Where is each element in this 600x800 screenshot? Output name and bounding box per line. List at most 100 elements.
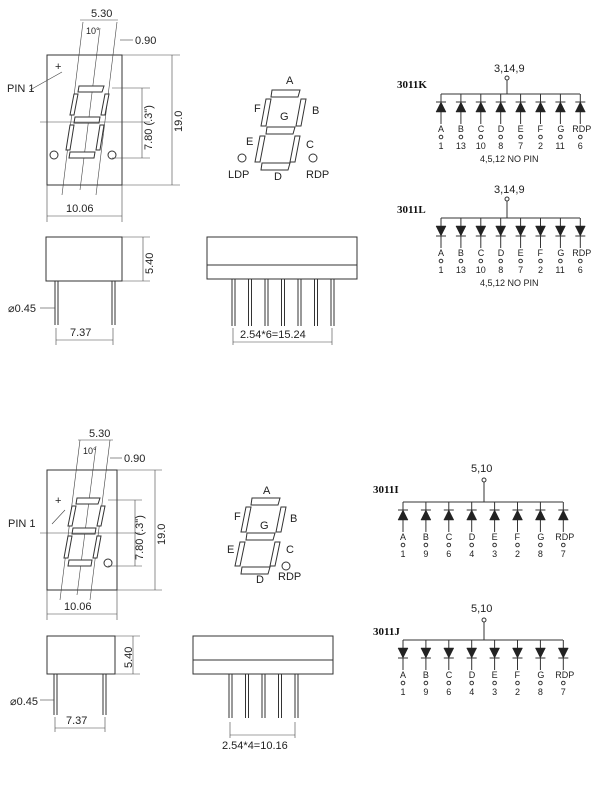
top-pin xyxy=(231,279,236,326)
diode-pin-number: 13 xyxy=(456,265,466,275)
diode-pin-number: 10 xyxy=(476,141,486,151)
diode-symbol xyxy=(515,101,527,113)
top-dim-width: 10.06 xyxy=(66,203,94,215)
bottom-dim-height: 19.0 xyxy=(156,524,168,545)
diode: F2 xyxy=(512,640,523,697)
diode: A1 xyxy=(397,640,409,697)
diode: D4 xyxy=(466,640,478,697)
bottom-pins xyxy=(228,674,299,718)
schematic-3011k-common: 3,14,9 xyxy=(494,63,525,75)
diode-label: F xyxy=(538,248,544,258)
diode: D8 xyxy=(495,94,507,151)
top-diag-ldp xyxy=(237,153,247,163)
top-dim-height: 19.0 xyxy=(173,111,185,132)
top-label-f: F xyxy=(254,103,261,115)
bottom-pin xyxy=(261,674,266,718)
diode-symbol xyxy=(495,101,507,113)
bottom-front-seg-g xyxy=(71,527,97,535)
diode: B9 xyxy=(420,502,432,559)
top-label-c: C xyxy=(306,139,314,151)
bottom-front-seg-c xyxy=(92,535,102,559)
top-dim-seg: 0.90 xyxy=(135,35,156,47)
diode-pin-number: 8 xyxy=(498,141,503,151)
bottom-pin xyxy=(294,674,299,718)
top-front-rdp xyxy=(107,150,117,160)
diode: G11 xyxy=(554,94,566,151)
diode-pin-number: 9 xyxy=(423,687,428,697)
diode-symbol xyxy=(512,647,523,659)
bottom-segment-diagram: A F B G E C D RDP xyxy=(227,485,301,586)
top-front-seg-b xyxy=(100,93,110,116)
bottom-front-rdp xyxy=(103,558,113,568)
bottom-side-dim-offset: 7.37 xyxy=(66,715,87,727)
diode-symbol xyxy=(455,225,467,237)
bottom-plus-mark: + xyxy=(55,495,61,507)
bottom-diag-seg-c xyxy=(269,541,281,567)
bottom-dim-width: 10.06 xyxy=(64,601,92,613)
diode: E3 xyxy=(489,640,501,697)
diode-symbol xyxy=(397,509,409,521)
top-front-body xyxy=(46,54,123,186)
diode: C10 xyxy=(475,218,487,275)
diode-label: RDP xyxy=(555,532,574,542)
bottom-pin1-label: PIN 1 xyxy=(8,518,36,530)
bottom-label-rdp: RDP xyxy=(278,571,301,583)
diode-pin-number: 1 xyxy=(401,549,406,559)
bottom-side-view: 5.40 ⌀0.45 7.37 xyxy=(10,635,140,732)
diode-label: F xyxy=(515,670,521,680)
bottom-pin-body xyxy=(192,635,334,675)
schematic-3011l-nopin: 4,5,12 NO PIN xyxy=(480,278,539,288)
diode-pin-number: 4 xyxy=(469,687,474,697)
diode-label: D xyxy=(469,670,476,680)
top-pin xyxy=(297,279,302,326)
diode-pin-number: 6 xyxy=(446,687,451,697)
bottom-dim-width-top: 5.30 xyxy=(89,428,110,440)
diode-label: A xyxy=(400,670,406,680)
diode-symbol xyxy=(512,509,523,521)
diode-pin-number: 4 xyxy=(469,549,474,559)
schematic-3011l-model: 3011L xyxy=(397,204,426,216)
bottom-label-c: C xyxy=(286,544,294,556)
bottom-label-g: G xyxy=(260,520,269,532)
top-diag-seg-a xyxy=(270,89,301,98)
top-side-dim-pin: ⌀0.45 xyxy=(8,303,36,315)
diode-pin-number: 8 xyxy=(498,265,503,275)
bottom-front-seg-e xyxy=(63,535,73,559)
top-label-b: B xyxy=(312,105,319,117)
diode-label: A xyxy=(438,248,444,258)
top-front-seg-d xyxy=(68,151,96,159)
schematic-3011j-common: 5,10 xyxy=(471,603,492,615)
diode-pin-number: 2 xyxy=(538,141,543,151)
diode-label: E xyxy=(492,532,498,542)
diode-label: C xyxy=(446,532,453,542)
diode-pin-number: 6 xyxy=(578,265,583,275)
diode-pin-number: 2 xyxy=(515,687,520,697)
diode-symbol xyxy=(435,101,447,113)
diode-pin-number: 11 xyxy=(555,265,564,275)
top-front-ldp xyxy=(49,150,59,160)
schematic-3011i-model: 3011I xyxy=(373,484,399,496)
top-label-rdp: RDP xyxy=(306,169,329,181)
diode-label: D xyxy=(469,532,476,542)
diode-pin-number: 3 xyxy=(492,687,497,697)
diode-label: C xyxy=(478,124,485,134)
top-dim-width-top: 5.30 xyxy=(91,8,112,20)
bottom-diag-seg-g xyxy=(245,532,276,541)
diode-label: G xyxy=(557,124,564,134)
top-dim-angle: 10° xyxy=(86,26,100,36)
top-pin-body xyxy=(206,236,358,280)
diode-label: G xyxy=(557,248,564,258)
diode: G8 xyxy=(534,502,546,559)
bottom-dim-pitch: 2.54*4=10.16 xyxy=(222,740,288,752)
top-label-ldp: LDP xyxy=(228,169,249,181)
bottom-diag-rdp xyxy=(281,561,291,571)
bottom-diag-seg-f xyxy=(240,506,252,533)
diode-pin-number: 2 xyxy=(538,265,543,275)
bottom-dim-digit-height: 7.80 (.3") xyxy=(134,515,146,560)
diode-pin-number: 6 xyxy=(578,141,583,151)
bottom-label-b: B xyxy=(290,513,297,525)
bottom-front-seg-a xyxy=(75,497,101,505)
